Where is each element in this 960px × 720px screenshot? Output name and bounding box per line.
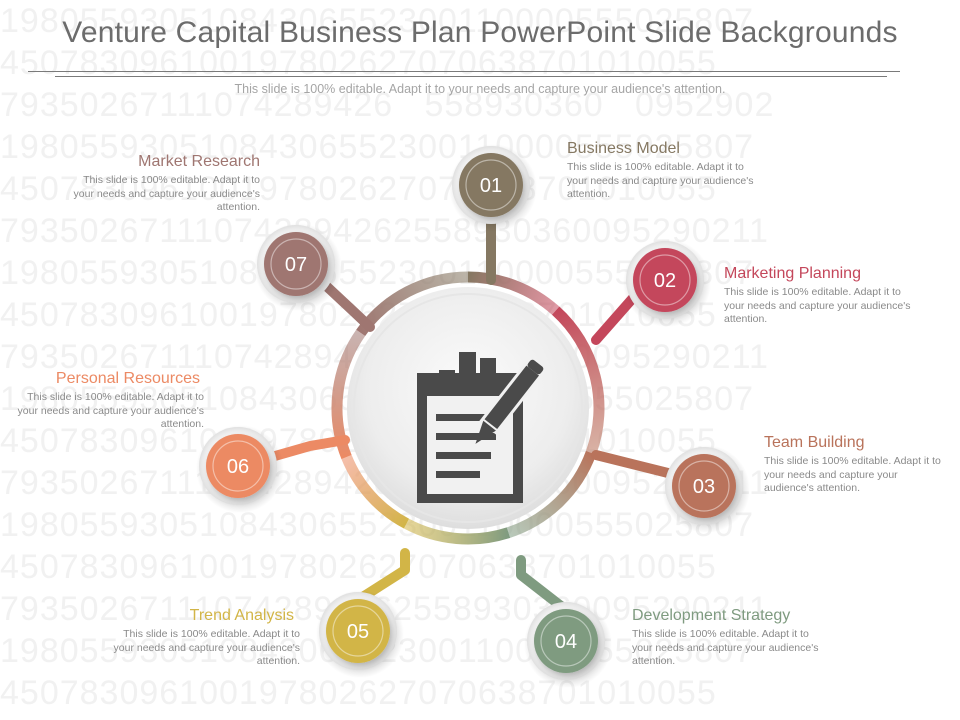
step-02-desc: This slide is 100% editable. Adapt it to… [724,286,911,325]
node-circle [326,599,390,663]
ring-segment-04 [403,518,511,545]
step-number: 05 [347,621,369,643]
ring-segment-05 [341,454,410,529]
step-01-heading: Business Model [567,140,680,157]
step-06-desc: This slide is 100% editable. Adapt it to… [17,391,204,430]
step-04-heading: Development Strategy [632,607,791,624]
node-inner-ring [465,159,517,211]
node-circle [206,434,270,498]
title-rule-top [28,71,900,72]
step-03-text: Team Building This slide is 100% editabl… [764,434,950,496]
node-circle [264,232,328,296]
step-04-desc: This slide is 100% editable. Adapt it to… [632,628,819,667]
notepad-pencil-icon [417,352,545,503]
page-title: Venture Capital Business Plan PowerPoint… [62,16,898,49]
title-rule-bottom [55,76,887,77]
step-node-02: 02 [623,239,711,327]
step-node-04: 04 [524,600,612,688]
node-inner-ring [639,254,691,306]
step-01-text: Business Model This slide is 100% editab… [567,140,757,202]
node-inner-ring [270,238,322,290]
node-circle [534,609,598,673]
step-02-heading: Marketing Planning [724,265,861,282]
step-node-01: 01 [449,144,537,232]
node-circle [672,454,736,518]
step-02-text: Marketing Planning This slide is 100% ed… [724,265,920,327]
ring-segment-03 [506,450,597,538]
step-number: 06 [227,456,249,478]
step-04-text: Development Strategy This slide is 100% … [632,607,822,669]
step-06-text: Personal Resources This slide is 100% ed… [14,370,204,432]
node-inner-ring [212,440,264,492]
step-05-desc: This slide is 100% editable. Adapt it to… [113,628,300,667]
step-number: 04 [555,631,577,653]
ring-segment-02 [551,306,605,455]
node-inner-ring [332,605,384,657]
step-node-06: 06 [196,425,284,513]
step-number: 02 [654,270,676,292]
step-node-07: 07 [254,223,342,311]
step-07-desc: This slide is 100% editable. Adapt it to… [73,174,260,213]
step-07-text: Market Research This slide is 100% edita… [70,153,260,215]
step-05-heading: Trend Analysis [189,607,294,624]
step-03-desc: This slide is 100% editable. Adapt it to… [764,455,941,494]
step-03-heading: Team Building [764,434,865,451]
page-subtitle: This slide is 100% editable. Adapt it to… [234,82,726,96]
center-disc-rim [353,293,583,523]
node-inner-ring [678,460,730,512]
step-number: 07 [285,254,307,276]
step-node-03: 03 [662,445,750,533]
node-circle [459,153,523,217]
step-node-05: 05 [316,590,404,678]
step-01-desc: This slide is 100% editable. Adapt it to… [567,161,754,200]
step-06-heading: Personal Resources [55,370,200,387]
step-nodes: 01 02 03 04 05 06 07 [196,144,750,688]
step-number: 03 [693,476,715,498]
step-07-heading: Market Research [138,153,260,170]
step-05-text: Trend Analysis This slide is 100% editab… [110,607,300,669]
node-inner-ring [540,615,592,667]
step-number: 01 [480,175,502,197]
node-circle [633,248,697,312]
ring-segment-01 [467,271,560,315]
